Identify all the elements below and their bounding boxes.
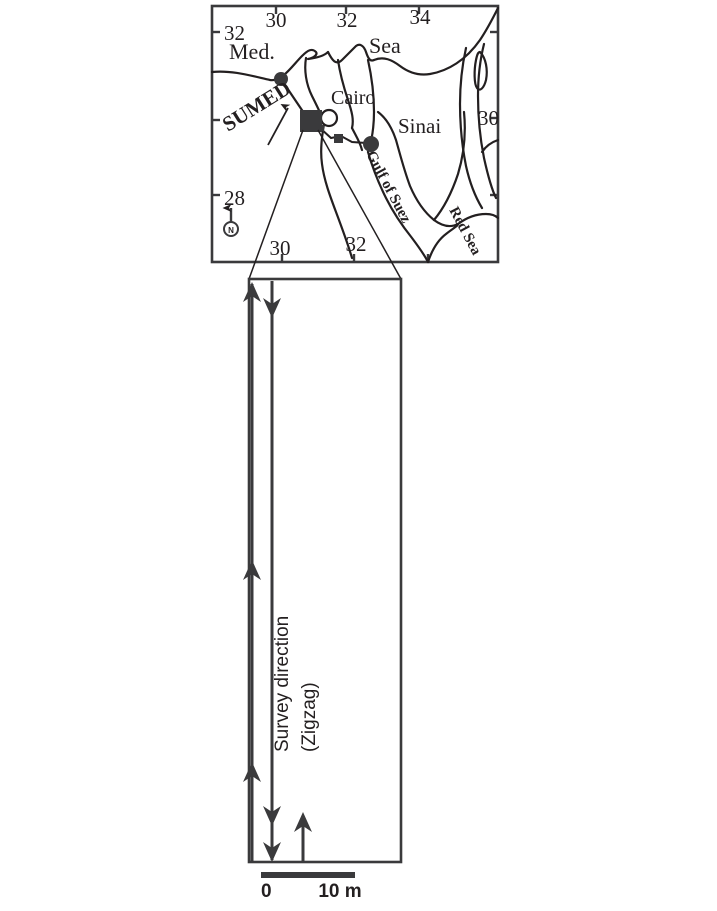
marker-study-site — [300, 110, 322, 132]
axis-label-bottom-32: 32 — [346, 232, 367, 256]
survey-track-1 — [243, 282, 261, 862]
track1-arrowhead-mid — [243, 560, 261, 580]
marker-small-station — [334, 134, 343, 143]
inset-map: N 30 32 34 32 28 30 32 30 Med. Sea Cairo… — [210, 4, 500, 264]
map-axis-labels: 30 32 34 32 28 30 32 30 — [224, 5, 499, 260]
axis-label-right-30: 30 — [478, 106, 499, 130]
scale-bar-label-left: 0 — [261, 881, 272, 902]
coastline-paths — [210, 6, 500, 264]
scale-bar-label-right: 10 m — [318, 881, 361, 902]
axis-label-bottom-30: 30 — [270, 236, 291, 260]
survey-track-2 — [263, 281, 281, 862]
sumed-leader-arrow — [267, 103, 291, 146]
survey-track-3 — [294, 812, 312, 861]
survey-direction-label-line2: (Zigzag) — [299, 682, 320, 752]
inset-connector-lines — [248, 129, 402, 280]
axis-label-top-30: 30 — [266, 8, 287, 32]
label-sea: Sea — [369, 33, 401, 58]
axis-label-top-34: 34 — [410, 5, 432, 29]
track1-arrowhead-top — [243, 282, 261, 302]
survey-area-rectangle — [247, 277, 403, 864]
label-cairo: Cairo — [331, 87, 375, 109]
marker-cairo — [319, 108, 339, 128]
label-mediterranean: Med. — [229, 39, 275, 64]
marker-terminal-suez — [363, 136, 379, 152]
survey-block: Survey direction (Zigzag) — [243, 277, 403, 864]
scale-bar-rule — [261, 872, 355, 878]
track2-arrowhead-low — [263, 806, 281, 826]
north-arrow-label: N — [228, 226, 234, 235]
survey-direction-label-line1: Survey direction — [272, 616, 293, 752]
axis-label-top-32: 32 — [337, 8, 358, 32]
track2-arrowhead-top — [263, 298, 281, 318]
north-arrow-icon: N — [222, 204, 239, 237]
track3-arrowhead — [294, 812, 312, 832]
scale-bar: 0 10 m — [261, 872, 362, 902]
track1-arrowhead-low — [243, 762, 261, 782]
axis-label-left-28: 28 — [224, 186, 245, 210]
track2-arrowhead-bottom — [263, 842, 281, 862]
label-sinai: Sinai — [398, 114, 441, 138]
marker-terminal-mediterranean — [274, 72, 288, 86]
axis-label-left-32: 32 — [224, 21, 245, 45]
